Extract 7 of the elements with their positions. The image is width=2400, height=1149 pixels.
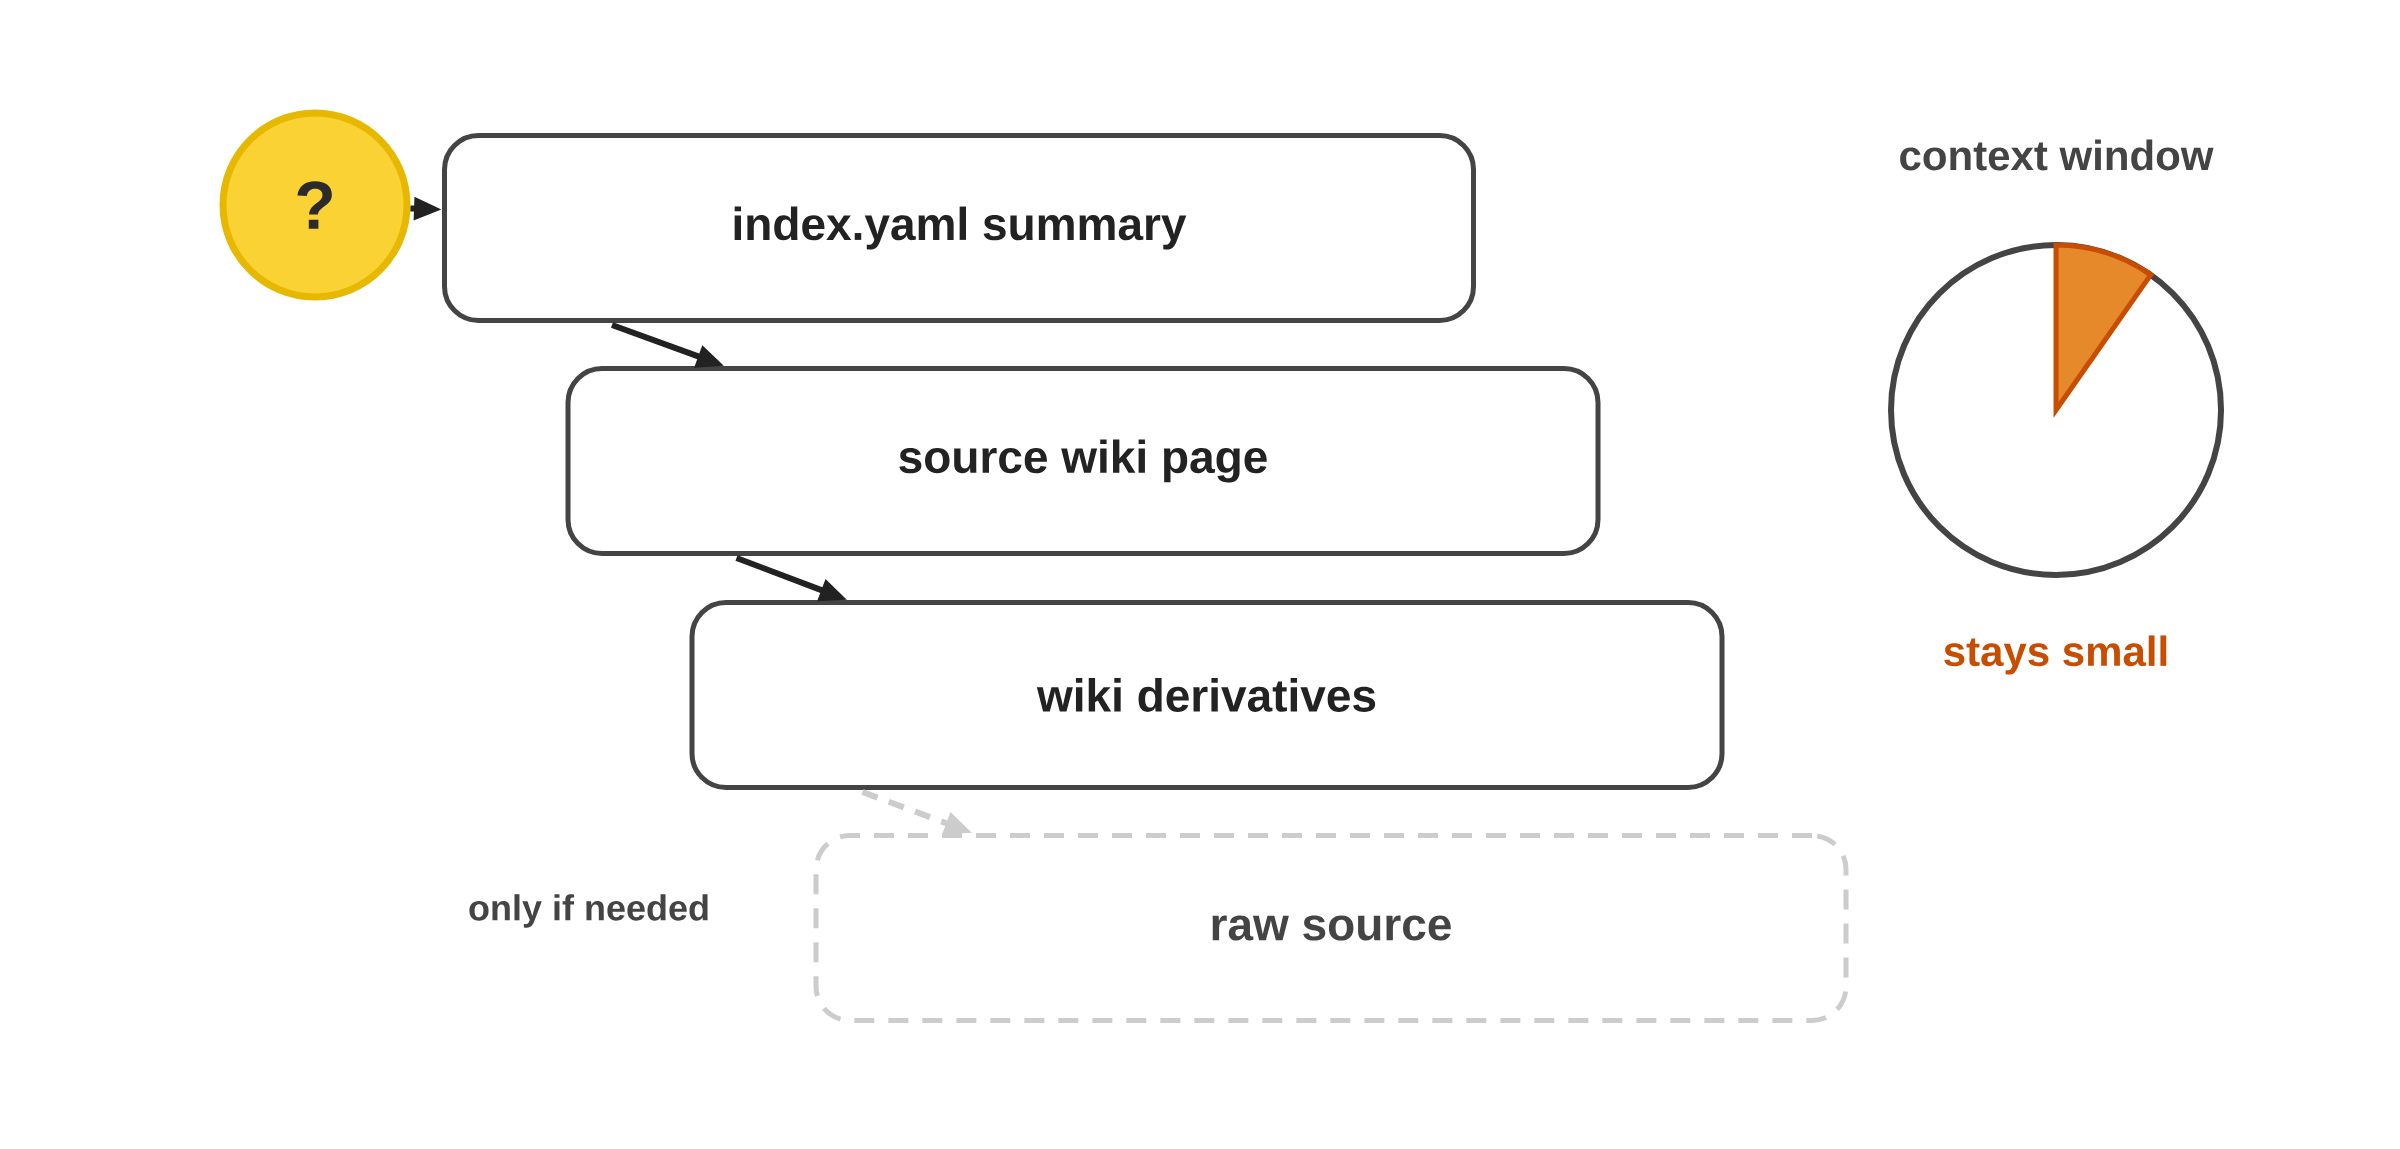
process-box: source wiki page bbox=[565, 366, 1601, 556]
context-window-heading: context window bbox=[1900, 139, 2214, 171]
pie-caption: stays small bbox=[1944, 635, 2167, 675]
process-box: index.yaml summary bbox=[442, 133, 1476, 323]
process-box: wiki derivatives bbox=[689, 600, 1725, 790]
process-box: raw source bbox=[813, 833, 1849, 1023]
edge-note: only if needed bbox=[469, 894, 708, 928]
